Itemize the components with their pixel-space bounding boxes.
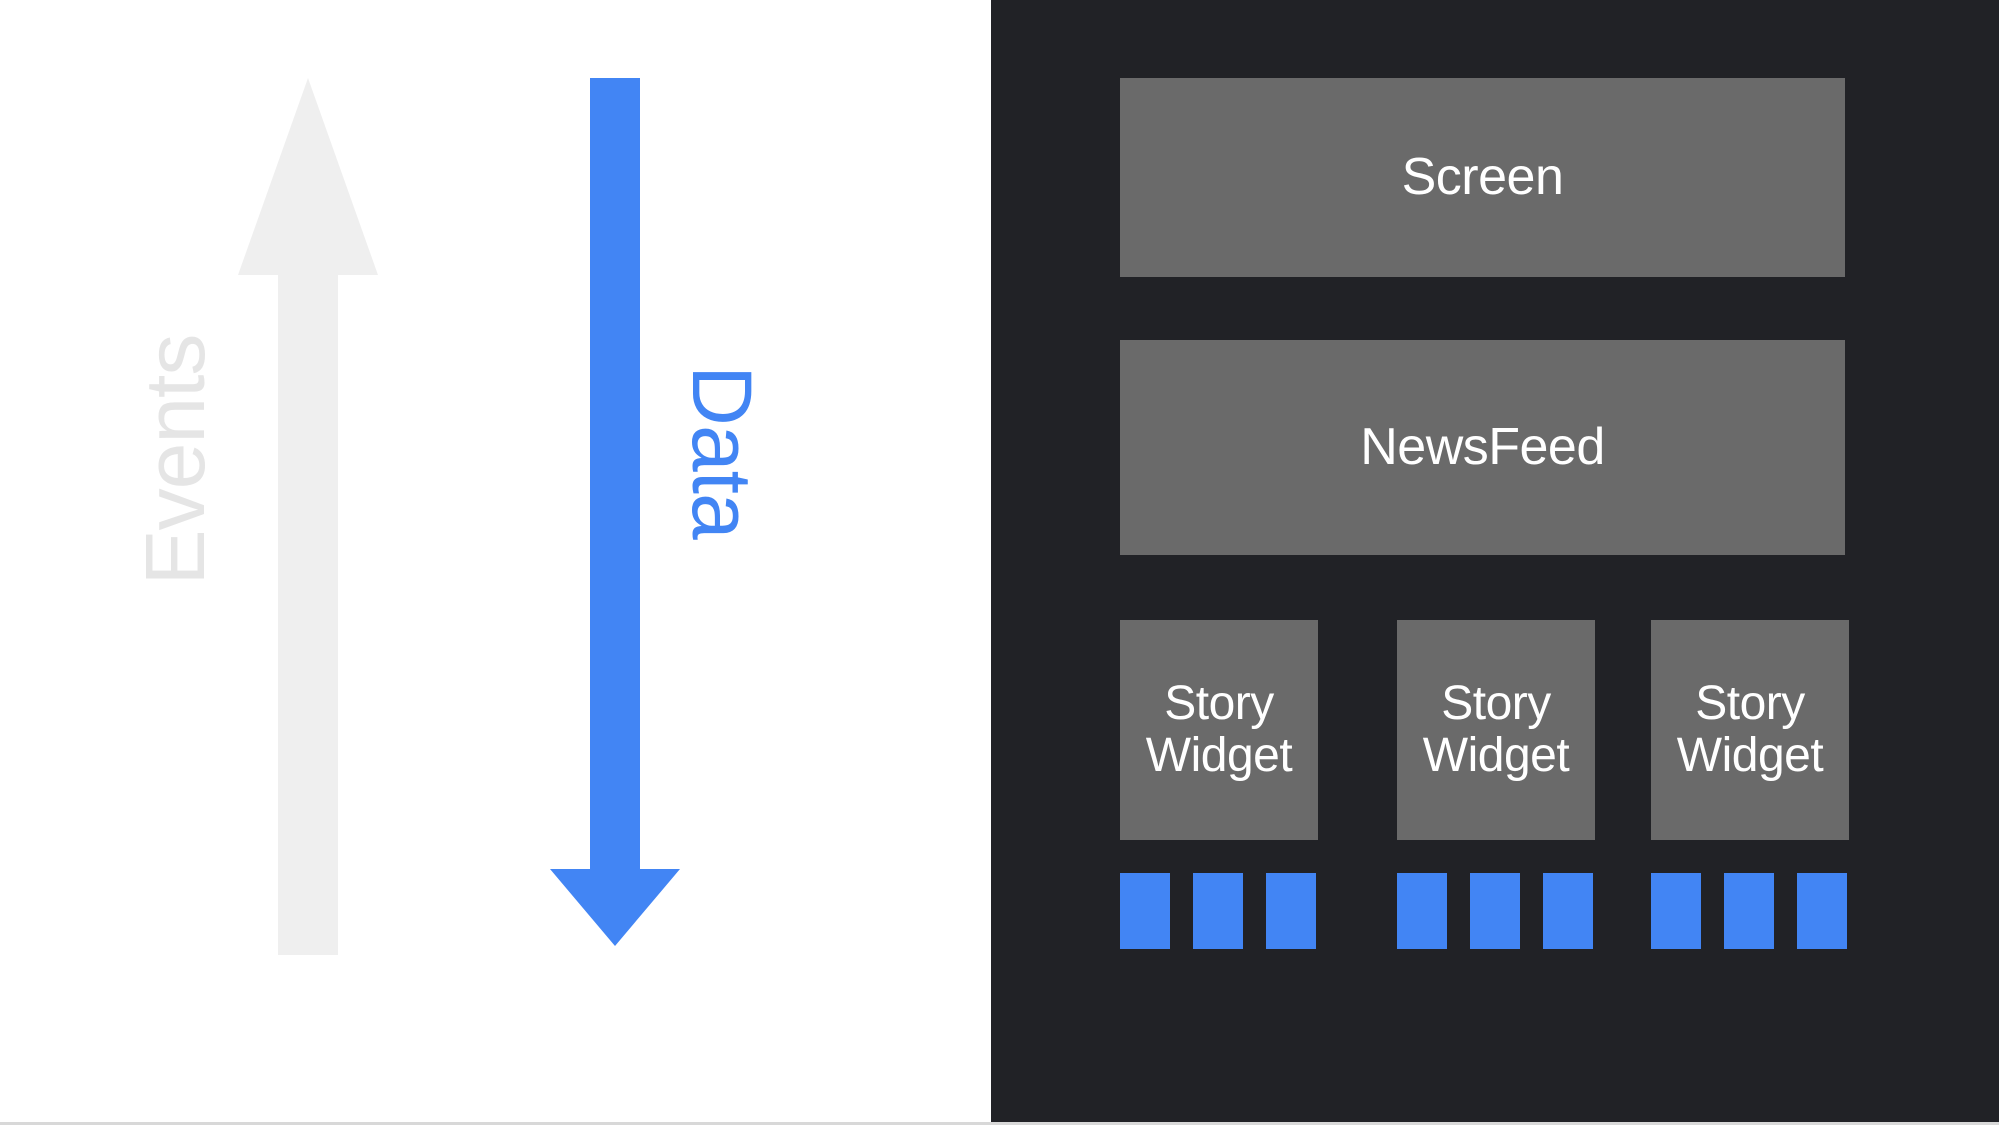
leaf-bar[interactable]: [1797, 873, 1847, 949]
events-flow-label: Events: [128, 334, 222, 586]
story-widget-label-line1: Story: [1164, 677, 1274, 731]
leaf-bar[interactable]: [1397, 873, 1447, 949]
flow-legend-panel: Events Data: [0, 0, 991, 1122]
leaf-bar[interactable]: [1543, 873, 1593, 949]
leaf-bar[interactable]: [1470, 873, 1520, 949]
story-widget-label-line2: Widget: [1422, 729, 1570, 782]
leaf-bar-group: [1120, 873, 1316, 949]
leaf-bar-group: [1397, 873, 1593, 949]
story-widget-label: Story Widget: [1676, 677, 1824, 782]
screen-node[interactable]: Screen: [1120, 78, 1845, 277]
story-widget-label-line2: Widget: [1676, 729, 1824, 782]
story-widget-node[interactable]: Story Widget: [1397, 620, 1595, 840]
events-up-arrow-icon: [238, 78, 378, 955]
component-tree-panel: Screen NewsFeed Story Widget Story Widge…: [991, 0, 1999, 1122]
leaf-bar[interactable]: [1266, 873, 1316, 949]
data-flow-label: Data: [675, 365, 769, 539]
leaf-bar[interactable]: [1120, 873, 1170, 949]
newsfeed-node[interactable]: NewsFeed: [1120, 340, 1845, 555]
story-widget-label-line1: Story: [1441, 677, 1551, 731]
story-widget-label: Story Widget: [1145, 677, 1293, 782]
story-widget-label-line2: Widget: [1145, 729, 1293, 782]
story-widget-node[interactable]: Story Widget: [1651, 620, 1849, 840]
story-widget-label: Story Widget: [1422, 677, 1570, 782]
data-down-arrow-icon: [550, 78, 680, 946]
story-widget-node[interactable]: Story Widget: [1120, 620, 1318, 840]
leaf-bar[interactable]: [1193, 873, 1243, 949]
story-widget-label-line1: Story: [1695, 677, 1805, 731]
leaf-bar[interactable]: [1724, 873, 1774, 949]
leaf-bar[interactable]: [1651, 873, 1701, 949]
leaf-bar-group: [1651, 873, 1847, 949]
